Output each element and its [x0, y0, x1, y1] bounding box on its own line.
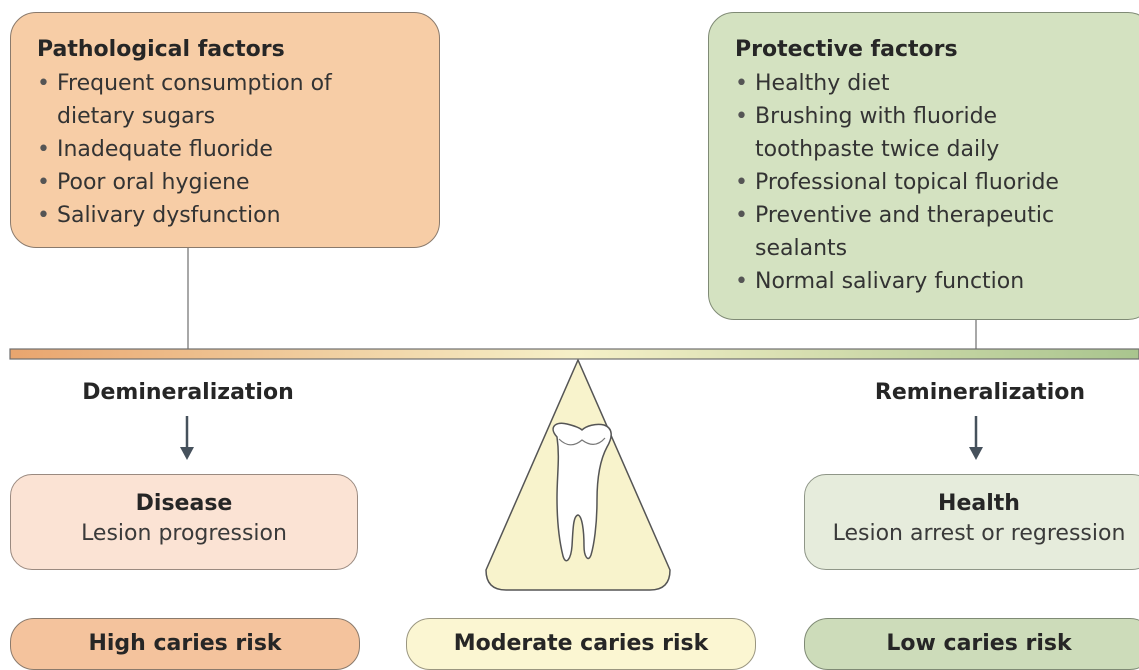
health-outcome-box: Health Lesion arrest or regression — [804, 474, 1139, 570]
pathological-factors-title: Pathological factors — [37, 37, 285, 62]
protective-factor-item: Healthy diet — [735, 67, 1127, 100]
demineralization-label: Demineralization — [82, 380, 294, 405]
tooth-icon — [552, 422, 612, 562]
protective-factors-box: Protective factors Healthy diet Brushing… — [708, 12, 1139, 320]
low-caries-risk-badge: Low caries risk — [804, 618, 1139, 670]
protective-factors-title: Protective factors — [735, 37, 958, 62]
remineralization-label: Remineralization — [874, 380, 1086, 405]
health-subtitle: Lesion arrest or regression — [832, 521, 1126, 546]
protective-factor-item: Brushing with fluoride toothpaste twice … — [735, 100, 1045, 166]
pathological-factors-list: Frequent consumption of dietary sugars I… — [37, 67, 413, 232]
protective-factors-list: Healthy diet Brushing with fluoride toot… — [735, 67, 1127, 298]
moderate-caries-risk-badge: Moderate caries risk — [406, 618, 756, 670]
protective-factor-item: Normal salivary function — [735, 265, 1127, 298]
pathological-factor-item: Poor oral hygiene — [37, 166, 413, 199]
protective-factor-item: Preventive and therapeutic sealants — [735, 199, 1085, 265]
pathological-factor-item: Salivary dysfunction — [37, 199, 413, 232]
high-caries-risk-badge: High caries risk — [10, 618, 360, 670]
pathological-factors-box: Pathological factors Frequent consumptio… — [10, 12, 440, 248]
arrow-down-icon — [969, 416, 983, 460]
health-title: Health — [938, 491, 1020, 516]
balance-beam — [9, 348, 1139, 360]
protective-factor-item: Professional topical fluoride — [735, 166, 1127, 199]
pathological-factor-item: Inadequate fluoride — [37, 133, 413, 166]
disease-outcome-box: Disease Lesion progression — [10, 474, 358, 570]
arrow-down-icon — [180, 416, 194, 460]
pathological-factor-item: Frequent consumption of dietary sugars — [37, 67, 357, 133]
disease-title: Disease — [135, 491, 233, 516]
disease-subtitle: Lesion progression — [81, 521, 287, 546]
